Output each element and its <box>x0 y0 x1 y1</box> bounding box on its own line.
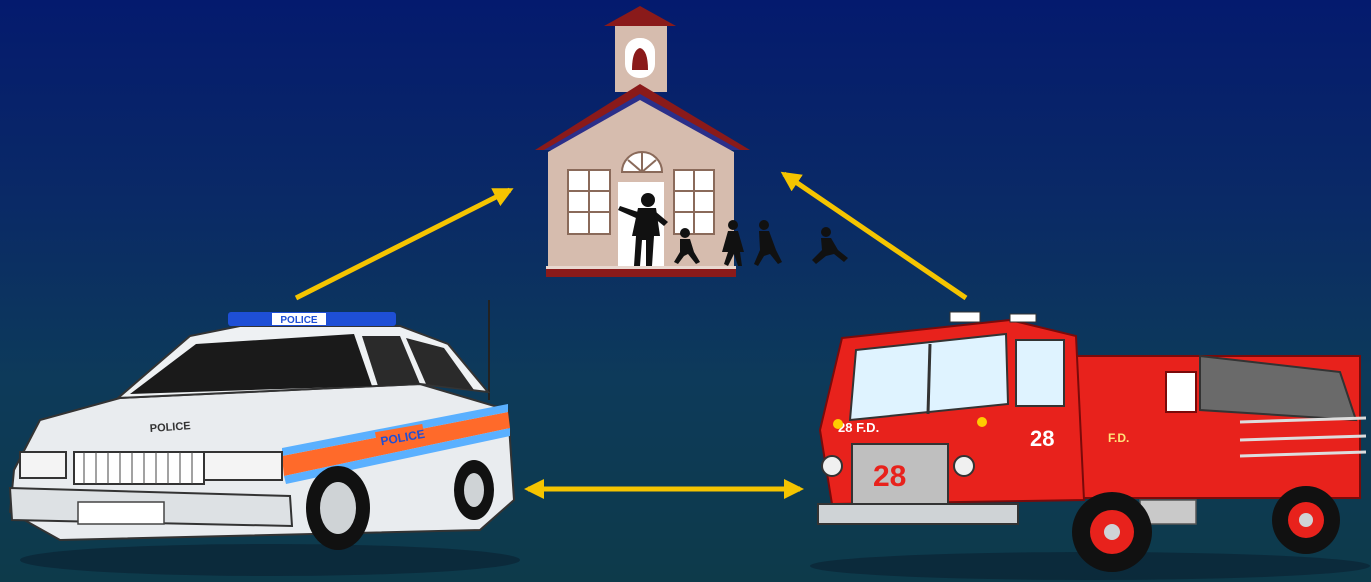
arrow-fire-to-school <box>784 174 966 298</box>
fire-headlight-right <box>954 456 974 476</box>
fire-truck-side-window <box>1016 340 1064 406</box>
arrow-police-to-school <box>296 190 510 298</box>
grille-number: 28 <box>873 460 906 493</box>
police-car-grille <box>74 452 204 484</box>
schoolhouse <box>535 6 848 277</box>
school-foundation <box>546 269 736 277</box>
fire-truck-bumper <box>818 504 1018 524</box>
body-label: F.D. <box>1108 431 1129 445</box>
tower-roof <box>604 6 676 26</box>
police-car: POLICE POLICE POLICE <box>10 300 520 576</box>
cab-label: 28 F.D. <box>838 420 879 435</box>
fire-headlight-left <box>822 456 842 476</box>
door-number: 28 <box>1030 426 1054 451</box>
light-bar-label: POLICE <box>280 315 318 326</box>
license-plate <box>78 502 164 524</box>
fire-truck: 28 F.D. 28 F.D. 28 <box>810 312 1370 580</box>
headlight-left <box>20 452 66 478</box>
headlight-right <box>204 452 282 480</box>
